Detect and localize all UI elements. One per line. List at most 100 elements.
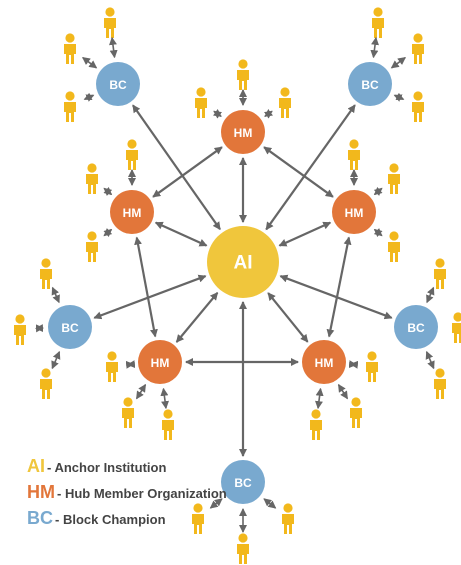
- node-bc-bottom: BC: [221, 460, 265, 504]
- person-link-arrow: [209, 498, 223, 509]
- hm-node-label: HM: [345, 206, 364, 220]
- person-icon: [412, 91, 424, 122]
- person-icon: [237, 533, 249, 564]
- bc-node-circle: [96, 62, 140, 106]
- bc-node-label: BC: [407, 321, 425, 335]
- person-link-arrow: [82, 56, 98, 69]
- bc-node-circle: [48, 305, 92, 349]
- person-icon: [388, 163, 400, 194]
- person-link-arrow: [425, 350, 435, 370]
- legend-text-bc: - Block Champion: [55, 512, 166, 527]
- person-icon: [40, 368, 52, 399]
- person-link-arrow: [337, 383, 349, 400]
- person-link-arrow: [160, 387, 170, 410]
- node-ai: AI: [207, 226, 279, 298]
- person-link-arrow: [135, 383, 147, 400]
- connection-arrows: [93, 104, 393, 457]
- person-link-arrow: [390, 56, 407, 69]
- legend-item-hm: HM - Hub Member Organization: [27, 482, 247, 508]
- bc-node-label: BC: [109, 78, 127, 92]
- hm-node-label: HM: [234, 126, 253, 140]
- hm-node-label: HM: [315, 356, 334, 370]
- legend-item-bc: BC - Block Champion: [27, 508, 247, 534]
- person-link-arrow: [370, 36, 380, 59]
- arrow-hm-top-to-hm-upper-right: [263, 146, 334, 198]
- person-icon: [366, 351, 378, 382]
- arrow-hm-top-to-hm-upper-left: [152, 146, 223, 198]
- person-link-arrow: [51, 286, 60, 304]
- hm-node-circle: [221, 110, 265, 154]
- person-icon: [64, 91, 76, 122]
- bc-node-circle: [394, 305, 438, 349]
- person-link-arrow: [314, 387, 324, 410]
- hm-node-label: HM: [151, 356, 170, 370]
- person-icon: [162, 409, 174, 440]
- person-icon: [192, 503, 204, 534]
- hm-node-circle: [302, 340, 346, 384]
- hm-node-label: HM: [123, 206, 142, 220]
- person-link-arrow: [103, 186, 113, 196]
- ai-node-label: AI: [234, 253, 253, 274]
- person-link-arrow: [83, 92, 95, 102]
- person-link-arrow: [103, 228, 113, 238]
- person-link-arrow: [213, 108, 223, 119]
- person-link-arrow: [426, 286, 435, 304]
- hm-node-circle: [332, 190, 376, 234]
- person-icon: [434, 368, 446, 399]
- person-icon: [14, 314, 26, 345]
- person-icon: [86, 231, 98, 262]
- person-icon: [350, 397, 362, 428]
- arrow-hm-upper-right-to-hm-lower-right: [326, 236, 352, 338]
- node-bc-top-right: BC: [348, 62, 392, 106]
- arrow-ai-to-hm-upper-right: [278, 221, 332, 247]
- node-layer: AI HM HM HM HM HM BC BC BC BC BC: [48, 62, 438, 504]
- arrow-ai-to-hm-lower-right: [267, 292, 309, 343]
- legend-text-hm: - Hub Member Organization: [57, 486, 227, 501]
- bc-node-circle: [221, 460, 265, 504]
- legend: AI - Anchor Institution HM - Hub Member …: [27, 456, 247, 534]
- person-link-arrow: [393, 92, 405, 102]
- person-icon: [104, 7, 116, 38]
- person-icon: [195, 87, 207, 118]
- person-icon: [122, 397, 134, 428]
- person-link-arrow: [51, 350, 61, 370]
- person-icon: [237, 59, 249, 90]
- person-link-arrow: [373, 228, 383, 238]
- legend-item-ai: AI - Anchor Institution: [27, 456, 247, 482]
- legend-abbr-hm: HM: [27, 482, 55, 502]
- legend-abbr-ai: AI: [27, 456, 45, 476]
- bc-node-label: BC: [61, 321, 79, 335]
- hm-node-circle: [138, 340, 182, 384]
- ai-node-circle: [207, 226, 279, 298]
- person-icon: [388, 231, 400, 262]
- person-icon: [348, 139, 360, 170]
- node-bc-top-left: BC: [96, 62, 140, 106]
- arrow-hm-upper-left-to-hm-lower-left: [134, 236, 158, 338]
- node-hm-upper-right: HM: [332, 190, 376, 234]
- person-icon: [310, 409, 322, 440]
- legend-text-ai: - Anchor Institution: [47, 460, 167, 475]
- person-link-arrow: [373, 186, 383, 196]
- person-icon: [126, 139, 138, 170]
- node-hm-upper-left: HM: [110, 190, 154, 234]
- person-icon: [106, 351, 118, 382]
- node-bc-left: BC: [48, 305, 92, 349]
- person-icon: [40, 258, 52, 289]
- person-icon: [279, 87, 291, 118]
- node-bc-right: BC: [394, 305, 438, 349]
- bc-node-circle: [348, 62, 392, 106]
- bc-node-label: BC: [361, 78, 379, 92]
- person-link-arrow: [263, 108, 273, 119]
- person-link-arrow: [263, 498, 277, 509]
- person-icon: [372, 7, 384, 38]
- person-icon: [412, 33, 424, 64]
- person-icon: [434, 258, 446, 289]
- bc-node-label: BC: [234, 476, 252, 490]
- node-hm-top: HM: [221, 110, 265, 154]
- people-group: [14, 7, 461, 564]
- person-icon: [64, 33, 76, 64]
- arrow-ai-to-hm-upper-left: [154, 221, 208, 247]
- person-icon: [452, 312, 461, 343]
- hm-node-circle: [110, 190, 154, 234]
